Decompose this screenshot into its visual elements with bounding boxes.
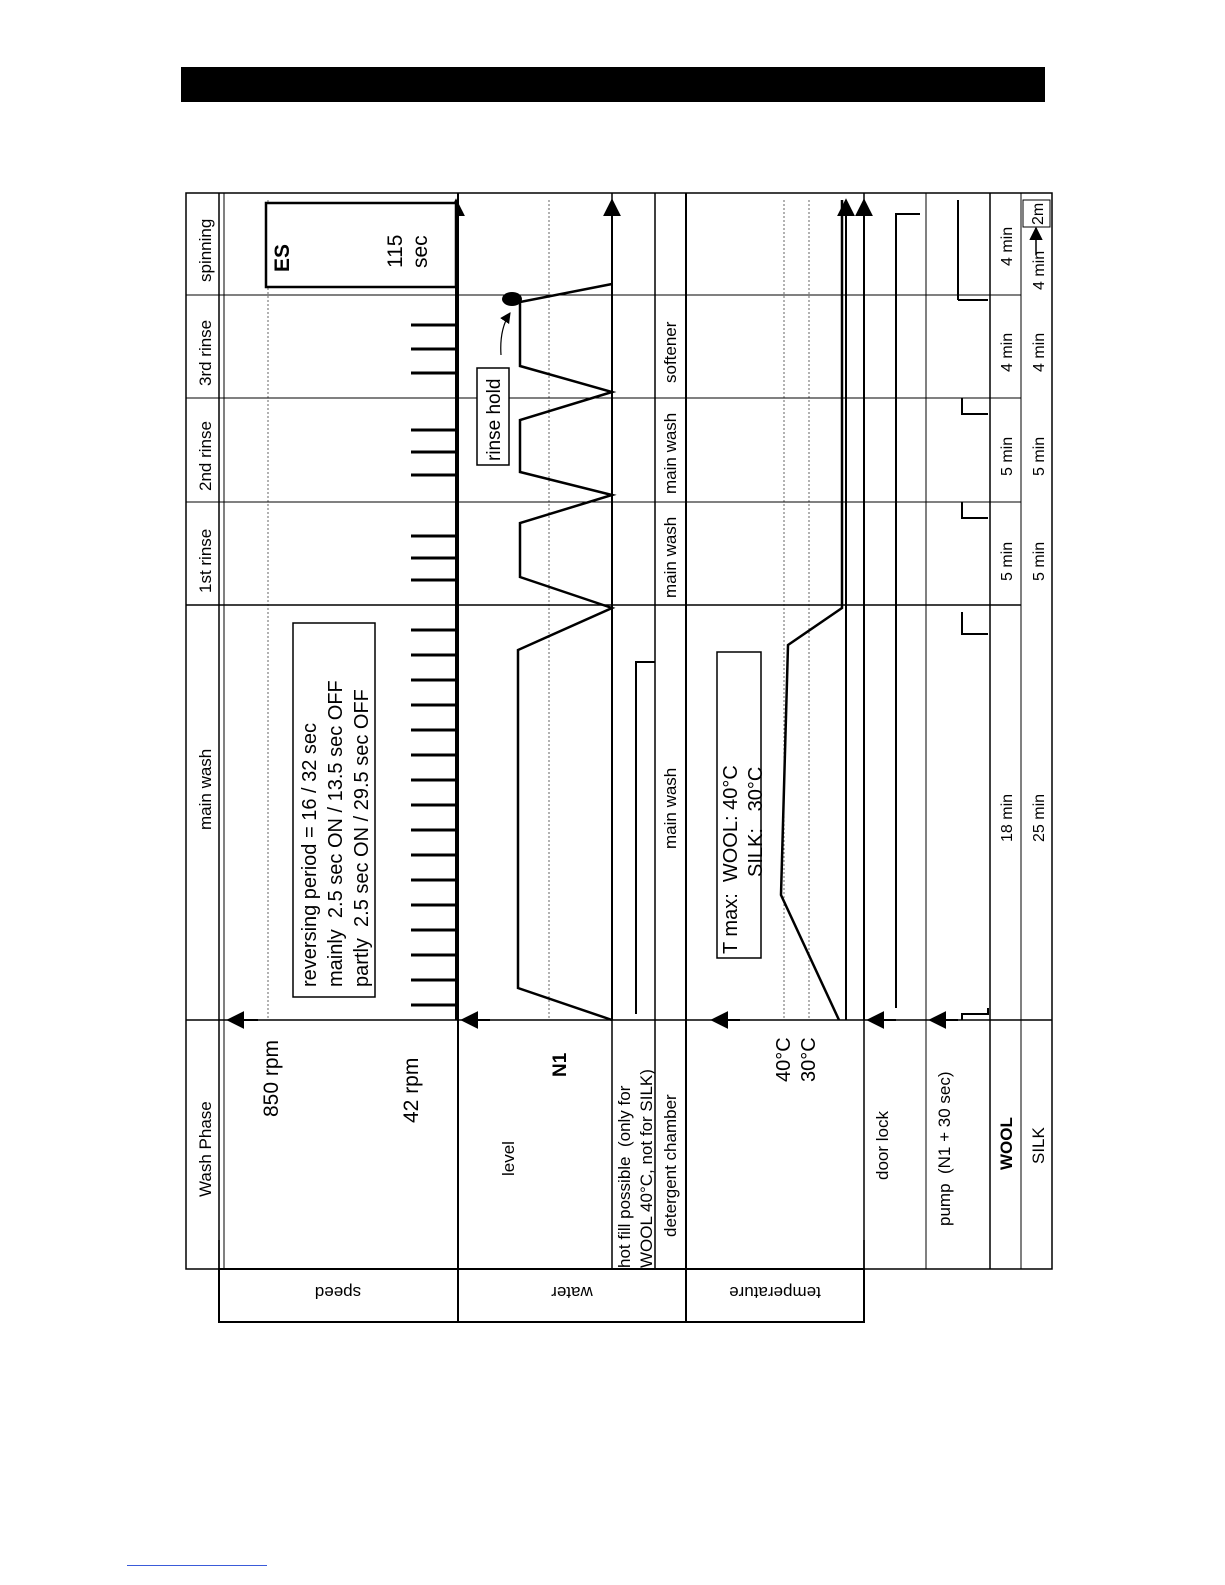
wool-label: WOOL <box>997 1117 1016 1170</box>
labels: Wash Phase main wash 1st rinse 2nd rinse… <box>196 203 1048 1302</box>
phase-main-wash: main wash <box>196 749 215 830</box>
hot-fill-line-1: hot fill possible (only for <box>615 1085 634 1268</box>
legend-temperature: temperature <box>729 1283 821 1302</box>
phase-3rd-rinse: 3rd rinse <box>196 320 215 386</box>
silk-2nd-rinse: 5 min <box>1031 437 1048 476</box>
n1-label: N1 <box>550 1052 571 1077</box>
grid-frame <box>185 192 1053 1323</box>
silk-3rd-rinse: 4 min <box>1031 333 1048 372</box>
door-lock-label: door lock <box>873 1111 892 1180</box>
wool-3rd-rinse: 4 min <box>999 333 1016 372</box>
tmax-line-2: SILK: 30°C <box>745 767 767 877</box>
level-label: level <box>499 1141 518 1176</box>
phase-1st-rinse: 1st rinse <box>196 529 215 593</box>
silk-main-wash: 25 min <box>1031 794 1048 842</box>
rinse-hold-dot <box>502 292 522 306</box>
pump-pulses <box>957 200 989 1020</box>
speed-42-label: 42 rpm <box>400 1058 423 1123</box>
header-bar <box>181 67 1045 102</box>
axis-arrows <box>226 198 958 1029</box>
wool-spinning: 4 min <box>999 227 1016 266</box>
detergent-1st-rinse: main wash <box>661 517 680 598</box>
legend-water: water <box>551 1283 594 1302</box>
door-lock-line <box>895 213 920 1008</box>
pump-label: pump (N1 + 30 sec) <box>935 1072 954 1227</box>
detergent-2nd-rinse: main wash <box>661 413 680 494</box>
hot-fill-line-2: WOOL 40°C, not for SILK) <box>637 1069 656 1268</box>
temp-30-label: 30°C <box>798 1037 820 1082</box>
spin-box-title: ES <box>271 244 294 272</box>
silk-label: SILK <box>1029 1126 1048 1164</box>
hot-fill-line <box>635 661 655 1014</box>
duration-2m-box <box>1022 199 1051 228</box>
spin-box-unit: sec <box>409 235 432 268</box>
detergent-softener: softener <box>661 321 680 383</box>
reversing-line-2: mainly 2.5 sec ON / 13.5 sec OFF <box>325 680 347 987</box>
rinse-hold-label: rinse hold <box>484 379 505 461</box>
silk-spinning: 4 min <box>1031 251 1048 290</box>
silk-1st-rinse: 5 min <box>1031 542 1048 581</box>
tmax-line-1: T max: WOOL: 40°C <box>720 765 742 954</box>
reversing-line-1: reversing period = 16 / 32 sec <box>299 723 321 987</box>
wool-1st-rinse: 5 min <box>999 542 1016 581</box>
detergent-main-wash: main wash <box>661 768 680 849</box>
phase-2nd-rinse: 2nd rinse <box>196 421 215 491</box>
footer-link-underline[interactable] <box>127 1565 267 1566</box>
reversing-ticks <box>411 323 456 1007</box>
silk-extra: 2m <box>1030 203 1047 225</box>
wool-main-wash: 18 min <box>999 794 1016 842</box>
phase-spinning: spinning <box>196 219 215 282</box>
legend-speed: speed <box>315 1283 361 1302</box>
wool-2nd-rinse: 5 min <box>999 437 1016 476</box>
reversing-line-3: partly 2.5 sec ON / 29.5 sec OFF <box>351 689 373 987</box>
spin-box-value: 115 <box>384 235 407 268</box>
temp-40-label: 40°C <box>773 1037 795 1082</box>
speed-850-label: 850 rpm <box>260 1040 283 1117</box>
water-level-curve <box>500 282 617 1022</box>
detergent-chamber-label: detergent chamber <box>661 1094 680 1237</box>
temperature-curve <box>779 200 844 1021</box>
wash-phase-label: Wash Phase <box>196 1101 215 1197</box>
annotation-boxes <box>264 201 762 998</box>
rinse-hold-leader <box>500 312 511 356</box>
